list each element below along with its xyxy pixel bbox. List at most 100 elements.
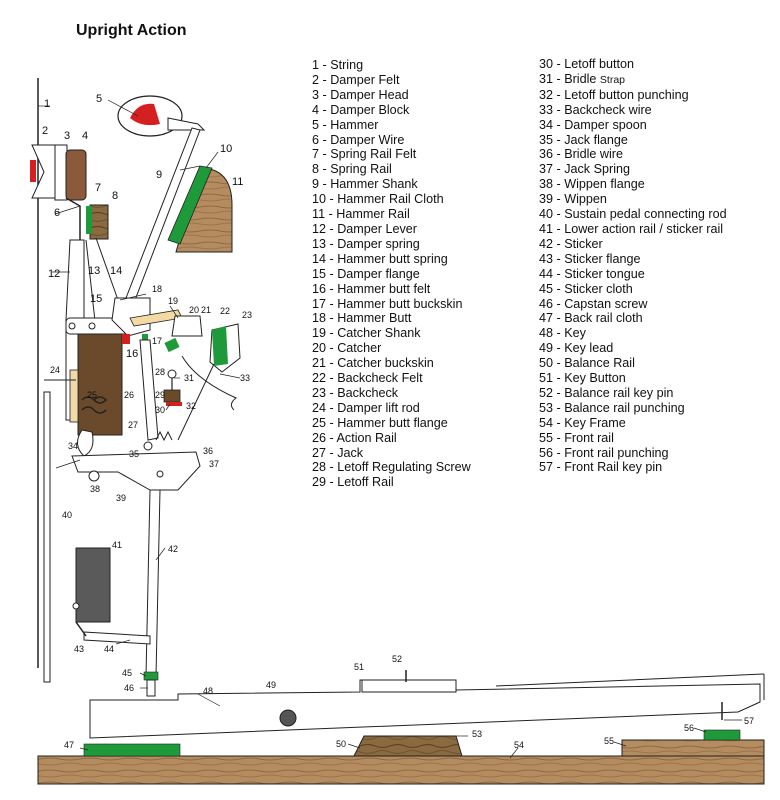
wippen-pin — [156, 470, 164, 478]
callout-34: 34 — [68, 441, 78, 451]
callout-10: 10 — [220, 143, 232, 155]
callout-56: 56 — [684, 723, 694, 733]
damper-felt — [31, 144, 56, 199]
wippen-flange — [88, 470, 100, 482]
legend-item: 55 - Front rail — [539, 430, 614, 445]
legend-right: 30 - Letoff button 31 - Bridle Strap 32 … — [539, 57, 727, 475]
callout-29: 29 — [155, 390, 165, 400]
callout-25: 25 — [87, 390, 97, 400]
callout-11: 11 — [232, 176, 243, 188]
callout-28: 28 — [155, 367, 165, 377]
legend-item: 36 - Bridle wire — [539, 147, 623, 162]
legend-item: 44 - Sticker tongue — [539, 266, 645, 281]
callout-42: 42 — [168, 544, 178, 554]
legend-item: 10 - Hammer Rail Cloth — [312, 192, 444, 207]
callout-35: 35 — [129, 449, 139, 459]
hammer-felt-red — [130, 103, 160, 126]
callout-44: 44 — [104, 644, 114, 654]
letoff-rail — [163, 389, 181, 403]
legend-item: 48 - Key — [539, 326, 586, 341]
legend-item: 47 - Back rail cloth — [539, 311, 643, 326]
callout-49: 49 — [266, 680, 276, 690]
callout-20: 20 — [189, 305, 199, 315]
legend-item: 57 - Front Rail key pin — [539, 460, 663, 475]
callout-39: 39 — [116, 493, 126, 503]
legend-item: 33 - Backcheck wire — [539, 102, 652, 117]
callout-16: 16 — [126, 348, 138, 360]
callout-33: 33 — [240, 373, 250, 383]
sticker-cloth — [143, 671, 159, 681]
spring-rail — [89, 204, 109, 240]
legend-item: 30 - Letoff button — [539, 57, 634, 71]
callout-3: 3 — [64, 130, 70, 142]
callout-23: 23 — [242, 310, 252, 320]
legend-item: 37 - Jack Spring — [539, 162, 630, 177]
legend-item: 14 - Hammer butt spring — [312, 251, 448, 266]
callout-22: 22 — [220, 306, 230, 316]
legend-item: 25 - Hammer butt flange — [312, 415, 448, 430]
wippen — [71, 451, 201, 491]
callout-38: 38 — [90, 484, 100, 494]
legend-item: 1 - String — [312, 58, 364, 72]
legend-item: 56 - Front rail punching — [539, 445, 669, 460]
legend-item: 9 - Hammer Shank — [312, 177, 418, 192]
callout-labels: 1 2 3 4 5 6 7 8 9 10 11 12 13 14 15 16 1… — [42, 93, 754, 750]
front-rail — [621, 739, 765, 757]
callout-45: 45 — [122, 668, 132, 678]
callout-55: 55 — [604, 736, 614, 746]
callout-26: 26 — [124, 390, 134, 400]
sticker-flange — [75, 621, 87, 637]
callout-14: 14 — [110, 265, 122, 277]
legend-item: 13 - Damper spring — [312, 236, 420, 251]
callout-48: 48 — [203, 686, 213, 696]
front-rail-punching — [703, 729, 741, 741]
legend-item: 49 - Key lead — [539, 341, 614, 356]
key-frame — [37, 755, 765, 785]
legend-item: 40 - Sustain pedal connecting rod — [539, 207, 727, 222]
hammer-rail-cloth — [167, 165, 213, 245]
sustain-pedal-rod — [43, 391, 51, 683]
legend-item: 53 - Balance rail punching — [539, 400, 685, 415]
catcher-buckskin — [164, 337, 180, 353]
callout-19: 19 — [168, 296, 178, 306]
damper-wire — [65, 197, 81, 240]
damper-felt-red — [30, 160, 36, 182]
sticker — [145, 489, 161, 677]
legend-item: 29 - Letoff Rail — [312, 475, 394, 490]
callout-40: 40 — [62, 510, 72, 520]
legend-item: 5 - Hammer — [312, 117, 379, 132]
legend-item: 15 - Damper flange — [312, 266, 420, 281]
legend-item: 4 - Damper Block — [312, 102, 410, 117]
hammer-butt-spring — [95, 237, 119, 301]
sticker-tongue — [83, 631, 151, 645]
callout-53: 53 — [472, 729, 482, 739]
legend-item: 12 - Damper Lever — [312, 221, 417, 236]
legend-item: 24 - Damper lift rod — [312, 400, 420, 415]
callout-4: 4 — [82, 130, 88, 142]
legend-item: 7 - Spring Rail Felt — [312, 147, 417, 162]
legend-item: 27 - Jack — [312, 445, 364, 460]
callout-2: 2 — [42, 125, 48, 137]
backcheck-felt — [212, 326, 228, 366]
legend-item: 11 - Hammer Rail — [312, 207, 410, 222]
bridle-wire — [181, 355, 237, 411]
callout-1: 1 — [44, 98, 50, 110]
letoff-screw — [167, 369, 177, 379]
legend-item: 35 - Jack flange — [539, 132, 628, 147]
legend-item: 18 - Hammer Butt — [312, 311, 412, 326]
legend-item: 6 - Damper Wire — [312, 132, 405, 147]
legend-item: 41 - Lower action rail / sticker rail — [539, 221, 724, 236]
damper-block — [65, 149, 87, 201]
legend-item: 54 - Key Frame — [539, 415, 626, 430]
legend-item: 50 - Balance Rail — [539, 356, 635, 371]
callout-7: 7 — [95, 182, 101, 194]
legend-item: 23 - Backcheck — [312, 385, 399, 400]
callout-8: 8 — [112, 190, 118, 202]
callout-37: 37 — [209, 459, 219, 469]
legend-item: 17 - Hammer butt buckskin — [312, 296, 463, 311]
callout-5: 5 — [96, 93, 102, 105]
legend-item: 21 - Catcher buckskin — [312, 356, 434, 371]
hammer-butt-felt — [122, 334, 130, 344]
callout-18: 18 — [152, 284, 162, 294]
legend-item: 3 - Damper Head — [312, 87, 409, 102]
